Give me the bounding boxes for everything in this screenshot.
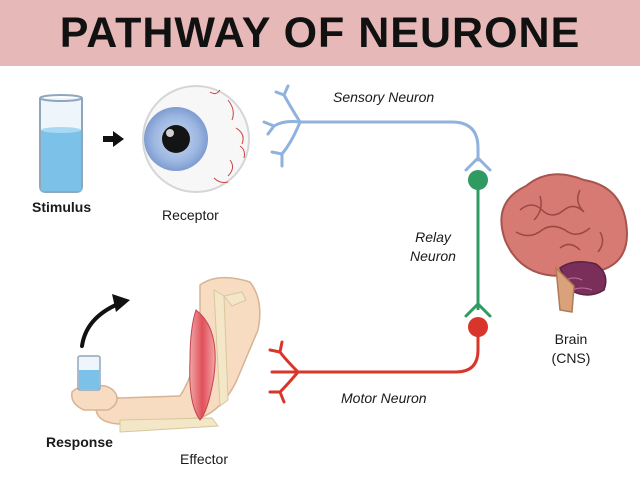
held-beaker-icon <box>77 355 101 391</box>
neuron-pathway-diagram <box>39 84 628 433</box>
eye-icon <box>142 85 250 193</box>
stimulus-label: Stimulus <box>32 199 92 215</box>
arrow-right-icon <box>103 131 124 147</box>
brain-icon <box>500 173 628 313</box>
motor-neuron <box>268 317 488 404</box>
sensory-neuron <box>262 84 492 172</box>
page-title: PATHWAY OF NEURONE <box>59 9 581 57</box>
motor-neuron-label: Motor Neuron <box>341 390 427 406</box>
relay-neuron-label-line1: Relay <box>415 229 451 245</box>
brain-label-line1: Brain <box>554 331 588 347</box>
relay-neuron-label-line2: Neuron <box>410 248 456 264</box>
brain-label-line2: (CNS) <box>551 350 591 366</box>
arm-muscle-icon <box>71 276 261 433</box>
receptor-label: Receptor <box>162 207 219 223</box>
effector-label: Effector <box>180 451 228 467</box>
beaker-icon <box>39 94 83 193</box>
relay-neuron <box>464 170 492 318</box>
sensory-neuron-label: Sensory Neuron <box>333 89 435 105</box>
brain-label: Brain (CNS) <box>536 330 606 368</box>
title-banner: PATHWAY OF NEURONE <box>0 0 640 66</box>
relay-neuron-label: Relay Neuron <box>398 228 468 266</box>
curved-arrow-icon <box>80 294 130 348</box>
response-label: Response <box>46 434 113 450</box>
